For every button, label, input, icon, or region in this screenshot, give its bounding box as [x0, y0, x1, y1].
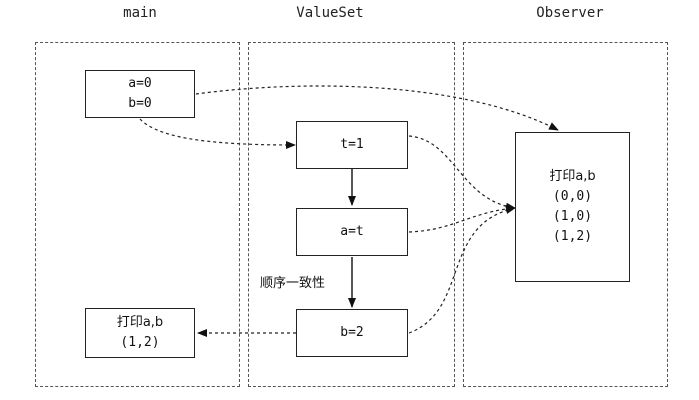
step-at-box: a=t	[296, 208, 408, 256]
observer-lane	[463, 42, 668, 387]
step-t1-box: t=1	[296, 121, 408, 169]
arrow-init-to-observer	[195, 85, 559, 131]
arrow-b2-to-observer	[408, 206, 516, 334]
main-print-box: 打印a,b (1,2)	[85, 308, 195, 358]
observer-print-title: 打印a,b	[549, 169, 596, 184]
column-title-observer: Observer	[536, 5, 604, 21]
step-t1-label: t=1	[340, 137, 364, 152]
main-init-b: b=0	[128, 96, 152, 111]
step-b2-box: b=2	[296, 309, 408, 357]
main-print-title: 打印a,b	[116, 315, 164, 330]
valueset-lane	[248, 42, 455, 387]
main-print-output: (1,2)	[120, 335, 160, 350]
step-at-label: a=t	[340, 224, 364, 239]
arrow-init-to-t1	[139, 118, 296, 149]
observer-output-3: (1,2)	[552, 229, 593, 244]
observer-output-1: (0,0)	[552, 189, 593, 204]
observer-print-box: 打印a,b (0,0) (1,0) (1,2)	[515, 132, 630, 282]
column-title-main: main	[123, 5, 157, 21]
main-init-a: a=0	[128, 76, 152, 91]
sequential-consistency-label: 顺序一致性	[258, 272, 328, 291]
main-init-box: a=0 b=0	[85, 70, 195, 118]
column-title-valueset: ValueSet	[296, 5, 364, 21]
arrow-t1-to-observer	[408, 135, 516, 211]
main-lane	[35, 42, 240, 387]
step-b2-label: b=2	[340, 325, 364, 340]
observer-output-2: (1,0)	[552, 209, 593, 224]
arrow-at-to-observer	[408, 204, 516, 233]
